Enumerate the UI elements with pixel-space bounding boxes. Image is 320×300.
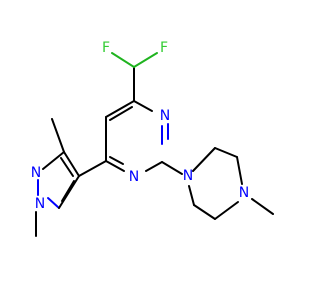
bond-ring-c6-c5 xyxy=(105,100,135,118)
bond-ring-c2-n3 xyxy=(145,161,163,172)
atom-nitrogen-piperazine-4: N xyxy=(239,185,249,201)
molecule-structure: F F N N N N N N xyxy=(31,40,274,237)
atom-fluorine-left: F xyxy=(102,40,110,56)
atom-nitrogen-pyrazole-2: N xyxy=(31,165,41,181)
bond-c-f-left xyxy=(111,52,135,68)
atom-nitrogen-piperazine-1: N xyxy=(183,168,193,184)
atom-nitrogen-pyrazole-1: N xyxy=(35,196,45,212)
bond-pip-n4-methyl xyxy=(251,198,274,215)
bond-pz-c4-c3 xyxy=(63,151,80,177)
bond-pz-c5-c4 xyxy=(58,175,80,209)
bond-pz-n1-c5 xyxy=(47,197,60,209)
bond-pip-n4-c5 xyxy=(214,201,239,220)
bond-ring-n3-c4-inner xyxy=(109,156,124,165)
bond-pyrimidine-pyrazole xyxy=(78,160,107,177)
bond-pz-c4-c3-inner xyxy=(60,157,74,177)
bond-ring-c6-n1 xyxy=(133,100,153,112)
bond-pip-n1-c2 xyxy=(192,147,216,172)
bond-pip-c5-c6 xyxy=(193,204,216,220)
bond-ring-c5-c5-inner xyxy=(109,106,133,121)
bond-pz-c5-c4-inner xyxy=(61,180,75,202)
bond-pip-c2-c3 xyxy=(214,147,238,158)
atom-nitrogen-pyrimidine-1: N xyxy=(160,108,170,124)
bond-c-f-right xyxy=(133,52,158,68)
bond-pip-c3-n4 xyxy=(236,156,243,185)
bond-pip-c6-n1 xyxy=(188,185,195,206)
bond-pz-c3-methyl xyxy=(51,118,65,153)
bond-c2-piperazine-n xyxy=(161,161,183,175)
bond-pz-c3-n2 xyxy=(42,151,65,170)
atom-fluorine-right: F xyxy=(160,40,168,56)
bond-ring-n3-c4 xyxy=(105,160,125,172)
atom-nitrogen-pyrimidine-3: N xyxy=(129,169,139,185)
